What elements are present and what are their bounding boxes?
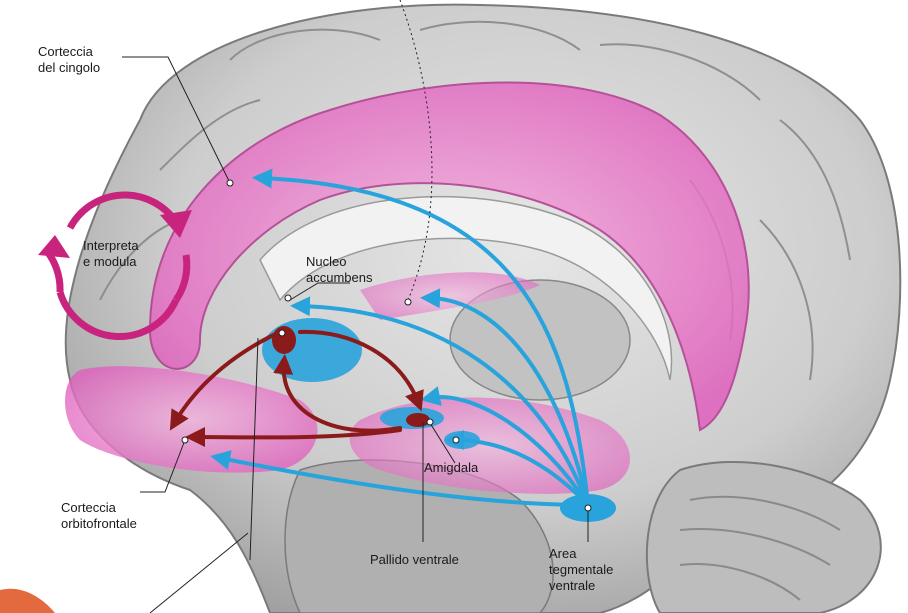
cingulate-cortex-label: Cortecciadel cingolo — [38, 44, 100, 76]
nucleus-accumbens-label: Nucleoaccumbens — [306, 254, 372, 286]
pallidum-core — [406, 413, 430, 427]
vta-label: Areategmentaleventrale — [549, 546, 613, 594]
corner-accent — [0, 589, 55, 613]
interpret-modulate-label: Interpretae modula — [83, 238, 139, 270]
amygdala-label: Amigdala — [424, 460, 478, 476]
orbitofrontal-cortex-label: Cortecciaorbitofrontale — [61, 500, 137, 532]
ventral-pallidum-label: Pallido ventrale — [370, 552, 459, 568]
